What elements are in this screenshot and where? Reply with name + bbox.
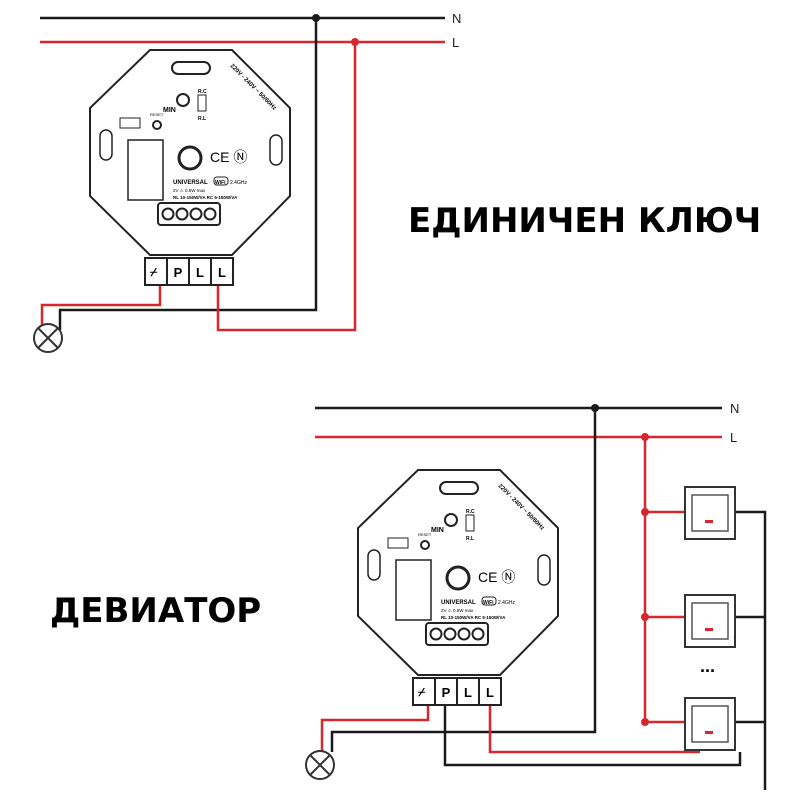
freq-label: 2.4GHz bbox=[498, 600, 515, 606]
junction-dot bbox=[312, 14, 320, 22]
wifi-badge bbox=[481, 596, 497, 606]
reset-button-icon bbox=[152, 120, 162, 130]
rl-label: R.L bbox=[198, 116, 206, 122]
reset-label: RESET bbox=[418, 532, 432, 537]
ce-mark: CE Ⓝ bbox=[478, 569, 515, 585]
dimmer-ramp-icon bbox=[387, 537, 409, 549]
more-switches-ellipsis: ... bbox=[700, 656, 715, 676]
switch-rocker bbox=[691, 494, 729, 532]
mounting-slot bbox=[171, 61, 211, 75]
connector-hole bbox=[175, 207, 189, 221]
dimmer-ramp-icon bbox=[119, 117, 141, 129]
lamp-icon bbox=[33, 323, 63, 353]
neutral-to-lamp-wire bbox=[330, 408, 597, 752]
terminal-label: L bbox=[196, 265, 204, 280]
switch-indicator bbox=[705, 520, 713, 523]
switch-rocker bbox=[691, 602, 729, 640]
junction-dot bbox=[641, 718, 649, 726]
knob-icon bbox=[177, 145, 203, 171]
switch-indicator bbox=[705, 731, 713, 734]
freq-label: 2.4GHz bbox=[230, 180, 247, 186]
neutral-label: N bbox=[730, 401, 739, 416]
terminal-label: L bbox=[464, 685, 472, 700]
universal-label: UNIVERSAL bbox=[441, 600, 476, 606]
load-terminal-icon: ⌿ bbox=[418, 685, 426, 699]
wifi-badge bbox=[213, 176, 229, 186]
rating-label: RL 10-150W/VA RC 5-150W/VA bbox=[441, 615, 506, 620]
min-adjust-icon bbox=[444, 513, 458, 527]
deviator-wiring bbox=[315, 406, 767, 790]
min-adjust-icon bbox=[176, 93, 190, 107]
rc-label: R.C bbox=[198, 89, 207, 95]
knob-icon bbox=[445, 565, 471, 591]
terminal-label: P bbox=[442, 685, 451, 700]
single-switch-title: ЕДИНИЧЕН КЛЮЧ bbox=[408, 201, 761, 241]
connector-block bbox=[157, 202, 221, 226]
rl-label: R.L bbox=[466, 536, 474, 542]
connector-hole bbox=[429, 627, 443, 641]
min-label: MIN bbox=[431, 527, 444, 534]
mounting-slot bbox=[367, 549, 381, 581]
wifi-label: WiFi bbox=[215, 180, 226, 186]
universal-label: UNIVERSAL bbox=[173, 180, 208, 186]
switch-indicator bbox=[705, 628, 713, 631]
junction-dot bbox=[641, 613, 649, 621]
rc-rl-switch bbox=[197, 94, 207, 112]
spec-label: 2V ⚠ 0.5W max bbox=[441, 608, 474, 613]
load-to-lamp-wire bbox=[320, 705, 430, 752]
spec-label: 2V ⚠ 0.5W max bbox=[173, 188, 206, 193]
mounting-slot bbox=[439, 481, 479, 495]
p-terminal-wire bbox=[443, 705, 742, 767]
switch-rocker bbox=[691, 705, 729, 743]
relay-block bbox=[395, 559, 432, 621]
l-terminal-wire bbox=[488, 705, 700, 754]
reset-button-icon bbox=[420, 540, 430, 550]
single-switch-wiring bbox=[40, 16, 445, 332]
connector-hole bbox=[457, 627, 471, 641]
junction-dot bbox=[351, 38, 359, 46]
connector-block bbox=[425, 622, 489, 646]
terminal-label: L bbox=[486, 685, 494, 700]
wall-switches bbox=[684, 486, 736, 751]
line-to-terminal-wire bbox=[216, 42, 357, 332]
connector-hole bbox=[161, 207, 175, 221]
line-label: L bbox=[452, 35, 459, 50]
reset-label: RESET bbox=[150, 112, 164, 117]
rc-label: R.C bbox=[466, 509, 475, 515]
junction-dot bbox=[641, 433, 649, 441]
junction-dot bbox=[591, 404, 599, 412]
wifi-label: WiFi bbox=[483, 600, 494, 606]
connector-hole bbox=[189, 207, 203, 221]
mounting-slot bbox=[99, 129, 113, 161]
ce-mark: CE Ⓝ bbox=[210, 149, 247, 165]
load-terminal-icon: ⌿ bbox=[150, 265, 158, 279]
mounting-slot bbox=[537, 554, 551, 586]
mounting-slot bbox=[269, 134, 283, 166]
relay-block bbox=[127, 139, 164, 201]
switch-return-wire bbox=[735, 510, 767, 790]
terminal-label: P bbox=[174, 265, 183, 280]
rc-rl-switch bbox=[465, 514, 475, 532]
neutral-label: N bbox=[452, 11, 461, 26]
neutral-to-lamp-wire bbox=[58, 18, 318, 330]
connector-hole bbox=[203, 207, 217, 221]
deviator-title: ДЕВИАТОР bbox=[50, 591, 261, 631]
connector-hole bbox=[471, 627, 485, 641]
junction-dot bbox=[641, 508, 649, 516]
terminal-label: L bbox=[218, 265, 226, 280]
connector-hole bbox=[443, 627, 457, 641]
line-label: L bbox=[730, 430, 737, 445]
min-label: MIN bbox=[163, 107, 176, 114]
load-to-lamp-wire bbox=[40, 285, 162, 326]
lamp-icon bbox=[305, 750, 335, 780]
rating-label: RL 10-150W/VA RC 5-150W/VA bbox=[173, 195, 238, 200]
